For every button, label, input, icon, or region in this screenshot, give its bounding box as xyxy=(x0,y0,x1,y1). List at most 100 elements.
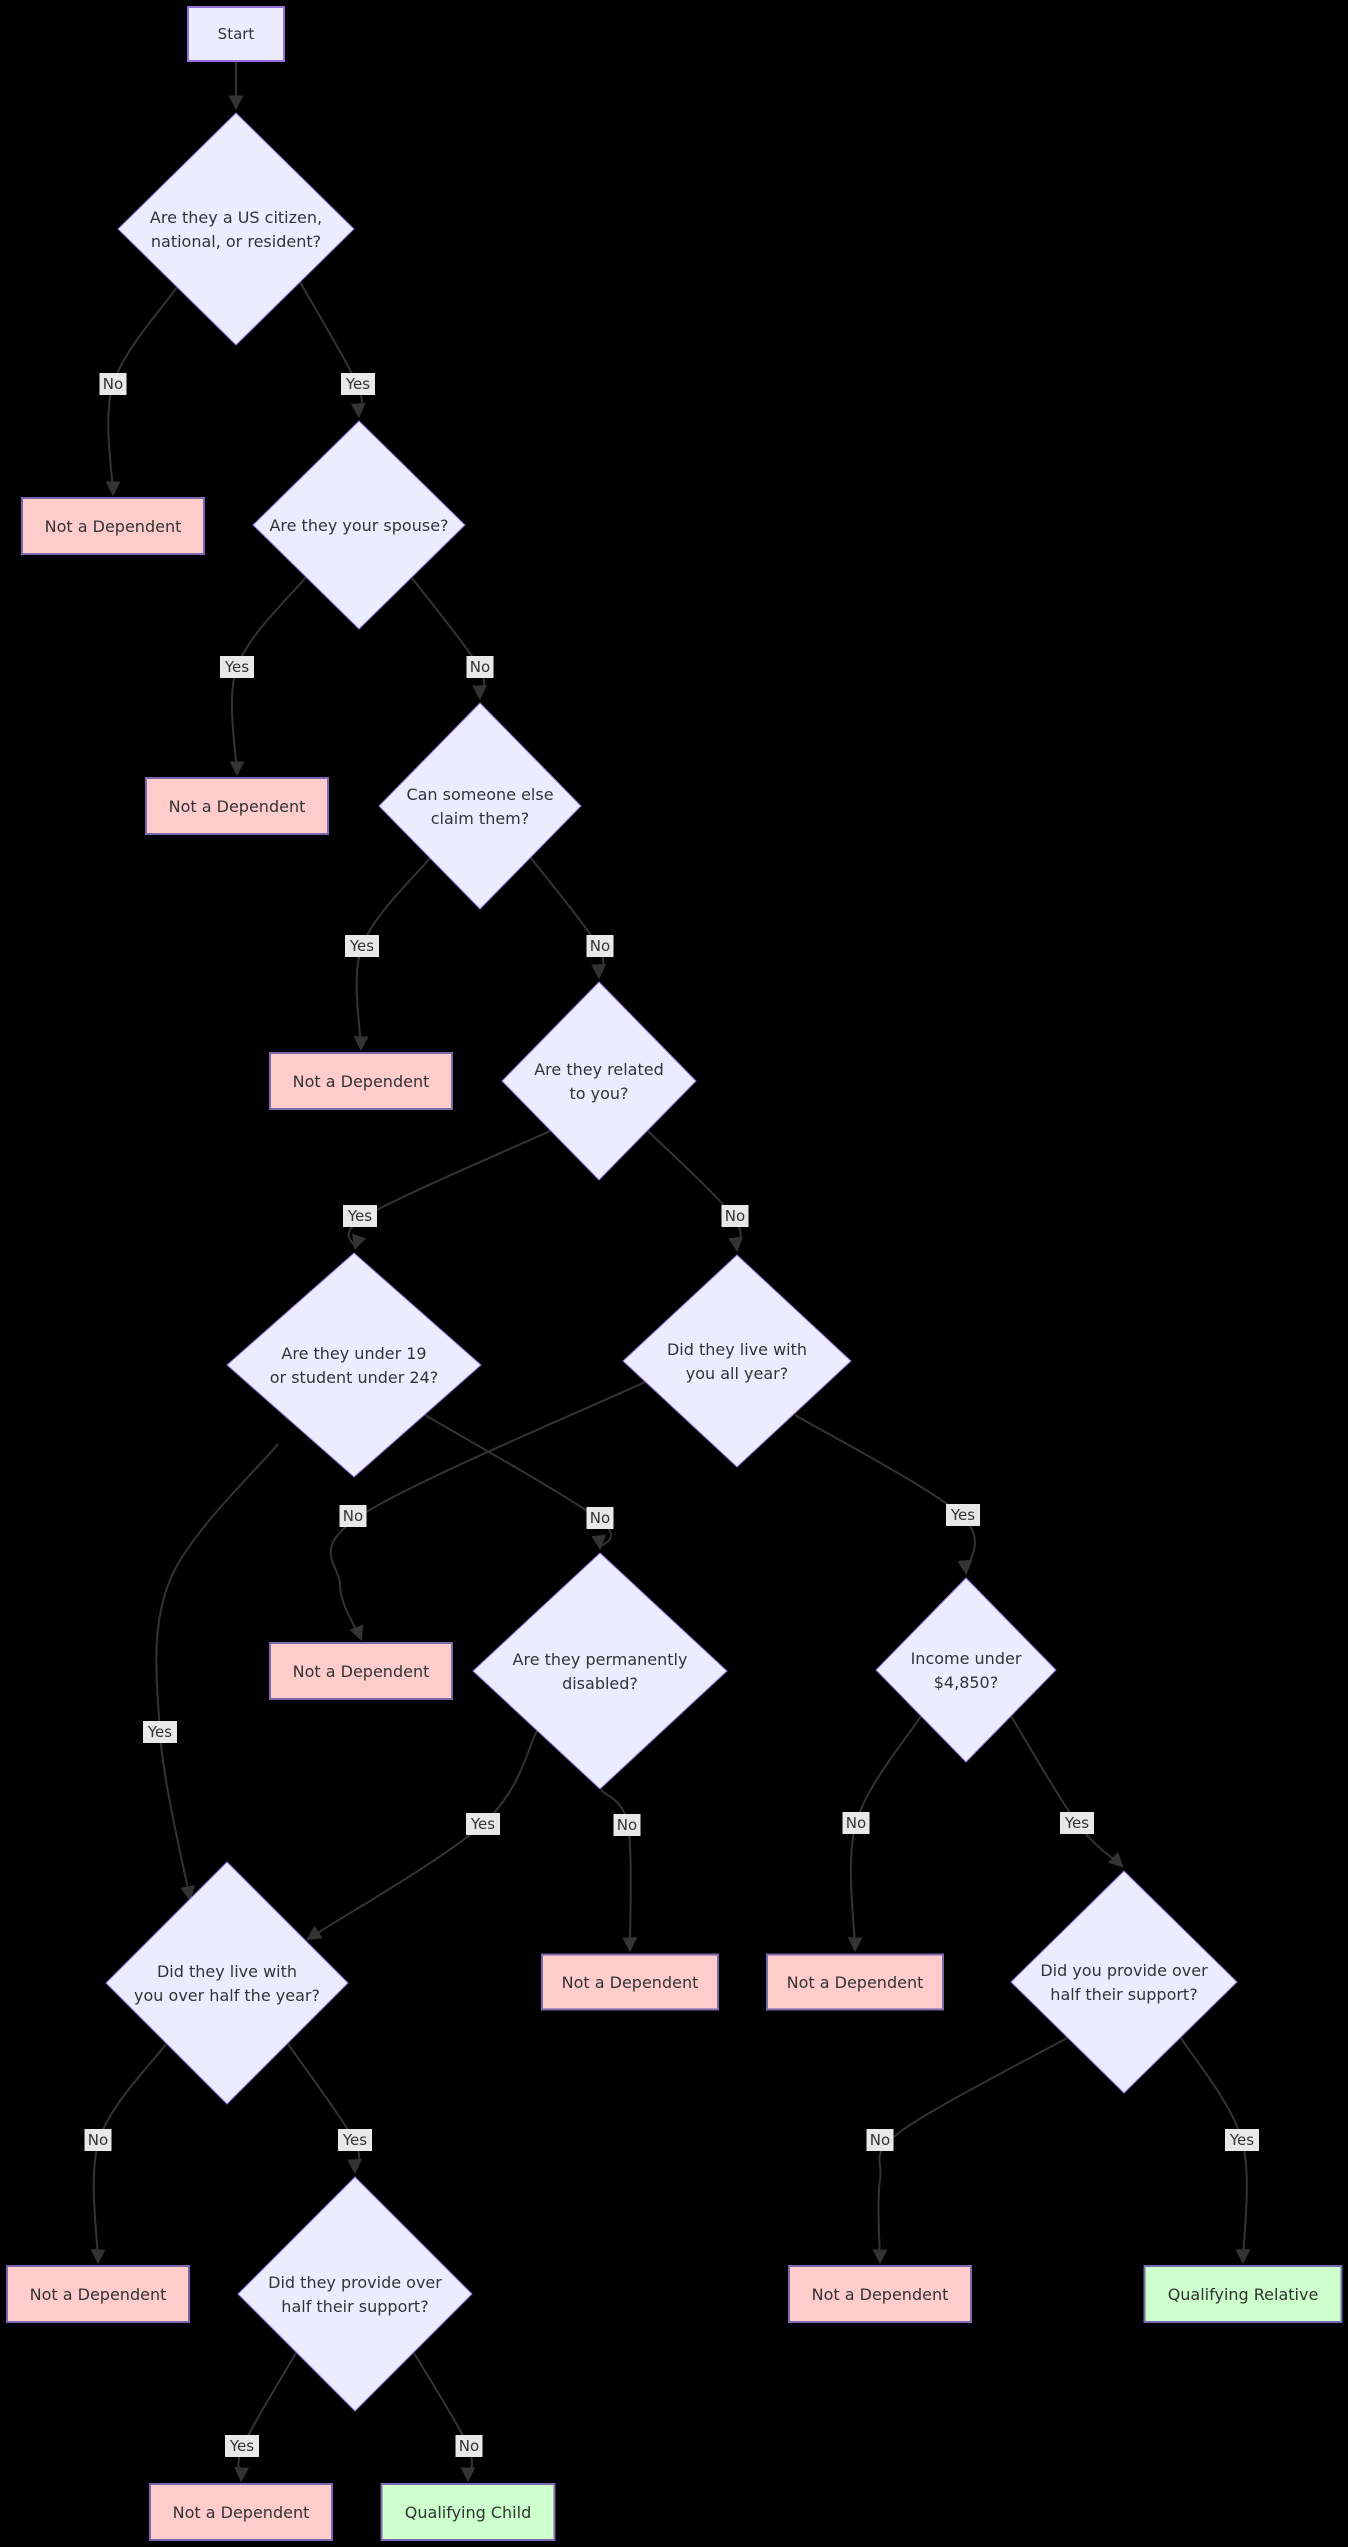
edge-label-text: Yes xyxy=(347,1207,372,1225)
q_they_support-diamond-shape xyxy=(237,2176,473,2412)
edge-label-q_claim-q_related: No xyxy=(586,935,614,957)
node-q_spouse: Are they your spouse? xyxy=(252,420,466,630)
edge-label-bg xyxy=(339,1505,367,1527)
edge-label-q_citizen-q_spouse: Yes xyxy=(341,373,375,395)
edge-label-q_claim-nad_3: Yes xyxy=(345,935,379,957)
edge-q_related-q_allyear xyxy=(647,1130,743,1253)
q_income-diamond-shape xyxy=(875,1577,1057,1763)
nad_3-label: Not a Dependent xyxy=(293,1072,430,1091)
nad_2-box-shape xyxy=(145,777,329,835)
edge-q_under19-q_halfyear xyxy=(155,1443,279,1902)
edge-label-text: No xyxy=(459,2437,479,2455)
q_they_support-label-line: Did they provide over xyxy=(268,2273,442,2292)
q_halfyear-label-line: Did they live with xyxy=(157,1962,297,1981)
q_income-label-line: $4,850? xyxy=(934,1673,998,1692)
edge-q_related-q_under19 xyxy=(347,1130,551,1251)
edge-label-q_they_support-nad_9: Yes xyxy=(225,2435,259,2457)
node-nad_5: Not a Dependent xyxy=(541,1953,719,2011)
edge-label-text: No xyxy=(103,375,123,393)
q_allyear-label-line: Did they live with xyxy=(667,1340,807,1359)
edge-label-q_spouse-q_claim: No xyxy=(466,656,494,678)
edge-label-bg xyxy=(225,2435,259,2457)
edge-label-q_halfyear-nad_7: No xyxy=(84,2129,112,2151)
nad_7-label: Not a Dependent xyxy=(30,2285,167,2304)
edge-label-q_you_support-qual_relative: Yes xyxy=(1225,2129,1259,2151)
edge-label-bg xyxy=(586,935,614,957)
nad_6-label: Not a Dependent xyxy=(787,1973,924,1992)
q_allyear-diamond-shape xyxy=(622,1254,852,1468)
nad_1-box-shape xyxy=(21,497,205,555)
nad_9-label: Not a Dependent xyxy=(173,2503,310,2522)
nad_4-box-shape xyxy=(269,1642,453,1700)
edge-label-bg xyxy=(842,1812,870,1834)
q_under19-diamond-shape xyxy=(226,1252,482,1478)
nad_1-label: Not a Dependent xyxy=(45,517,182,536)
qual_relative-label: Qualifying Relative xyxy=(1168,2285,1319,2304)
edge-label-text: Yes xyxy=(147,1723,172,1741)
edge-label-bg xyxy=(341,373,375,395)
edge-q_disabled-q_halfyear xyxy=(306,1730,538,1941)
q_claim-label: Can someone else claim them? xyxy=(406,785,553,828)
nad_9-label-line: Not a Dependent xyxy=(173,2503,310,2522)
node-nad_8: Not a Dependent xyxy=(788,2265,972,2323)
edge-label-text: Yes xyxy=(1229,2131,1254,2149)
edge-label-q_they_support-qual_child: No xyxy=(455,2435,483,2457)
q_disabled-label-line: disabled? xyxy=(562,1674,638,1693)
q_you_support-label-line: half their support? xyxy=(1050,1985,1197,2004)
nad_6-box-shape xyxy=(766,1953,944,2011)
q_they_support-label-line: half their support? xyxy=(281,2297,428,2316)
edge-label-text: Yes xyxy=(1064,1814,1089,1832)
edge-label-bg xyxy=(466,1813,500,1835)
q_disabled-diamond-shape xyxy=(472,1552,728,1790)
node-q_claim: Can someone else claim them? xyxy=(378,702,582,910)
edge-label-bg xyxy=(84,2129,112,2151)
q_claim-label-line: claim them? xyxy=(431,809,530,828)
q_spouse-label: Are they your spouse? xyxy=(269,516,448,535)
edge-label-q_disabled-nad_5: No xyxy=(613,1814,641,1836)
edge-label-q_halfyear-q_they_support: Yes xyxy=(338,2129,372,2151)
edge-label-bg xyxy=(99,373,127,395)
edge-label-text: No xyxy=(846,1814,866,1832)
qual_relative-label-line: Qualifying Relative xyxy=(1168,2285,1319,2304)
qual_child-label-line: Qualifying Child xyxy=(405,2503,531,2522)
edge-q_they_support-nad_9 xyxy=(234,2352,297,2483)
q_income-label-line: Income under xyxy=(911,1649,1022,1668)
q_you_support-diamond-shape xyxy=(1010,1870,1238,2094)
edge-label-text: Yes xyxy=(345,375,370,393)
q_claim-label-line: Can someone else xyxy=(406,785,553,804)
q_related-label-line: to you? xyxy=(569,1084,628,1103)
q_spouse-diamond-shape xyxy=(252,420,466,630)
edge-q_spouse-q_claim xyxy=(411,577,488,701)
edge-label-q_income-nad_6: No xyxy=(842,1812,870,1834)
node-nad_3: Not a Dependent xyxy=(269,1052,453,1110)
q_citizen-diamond-shape xyxy=(117,112,355,346)
nad_5-label: Not a Dependent xyxy=(562,1973,699,1992)
edge-label-q_allyear-nad_4: No xyxy=(339,1505,367,1527)
node-q_income: Income under $4,850? xyxy=(875,1577,1057,1763)
nad_4-label-line: Not a Dependent xyxy=(293,1662,430,1681)
edges-layer xyxy=(90,61,1251,2483)
edge-label-text: Yes xyxy=(342,2131,367,2149)
q_under19-label-line: or student under 24? xyxy=(270,1368,439,1387)
q_citizen-label: Are they a US citizen,national, or resid… xyxy=(150,208,322,251)
q_citizen-label-line: Are they a US citizen, xyxy=(150,208,322,227)
nad_7-box-shape xyxy=(6,2265,190,2323)
edge-q_they_support-qual_child xyxy=(413,2352,476,2483)
edge-label-text: Yes xyxy=(470,1815,495,1833)
node-q_citizen: Are they a US citizen,national, or resid… xyxy=(117,112,355,346)
edge-label-bg xyxy=(455,2435,483,2457)
edge-label-bg xyxy=(343,1205,377,1227)
node-qual_relative: Qualifying Relative xyxy=(1143,2265,1343,2323)
node-start: Start xyxy=(187,6,285,62)
nad_3-label-line: Not a Dependent xyxy=(293,1072,430,1091)
edge-label-q_spouse-nad_2: Yes xyxy=(220,656,254,678)
node-nad_6: Not a Dependent xyxy=(766,1953,944,2011)
edge-q_claim-q_related xyxy=(530,857,607,980)
nad_8-label-line: Not a Dependent xyxy=(812,2285,949,2304)
edge-label-q_income-q_you_support: Yes xyxy=(1060,1812,1094,1834)
